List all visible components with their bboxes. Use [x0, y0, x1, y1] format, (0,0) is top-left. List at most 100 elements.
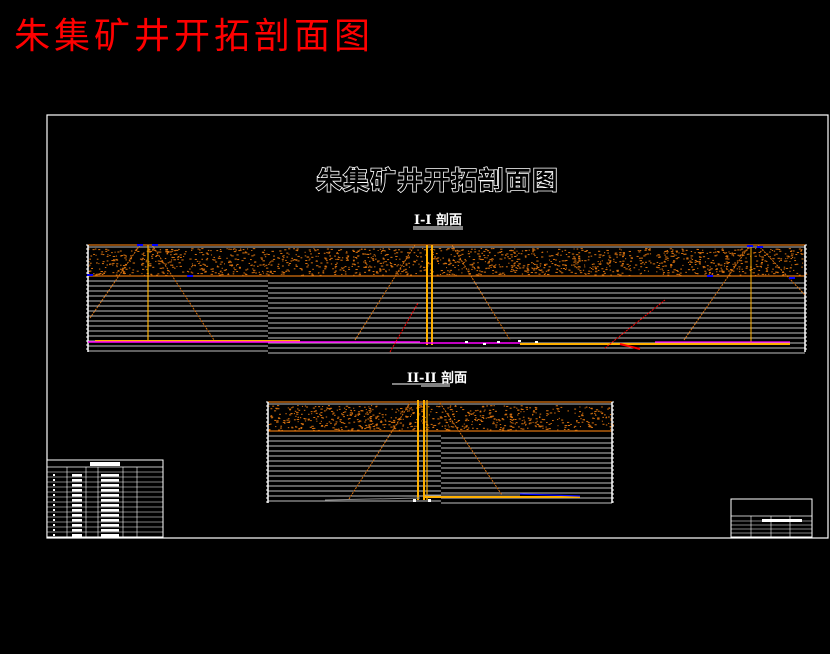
topsoil-speckle: [479, 415, 482, 417]
topsoil-speckle: [643, 263, 646, 265]
topsoil-speckle: [534, 272, 538, 274]
topsoil-speckle: [681, 252, 684, 254]
topsoil-speckle: [147, 261, 150, 263]
topsoil-speckle: [489, 259, 492, 261]
topsoil-speckle: [253, 271, 256, 273]
topsoil-speckle: [106, 256, 109, 258]
topsoil-speckle: [165, 249, 167, 251]
topsoil-speckle: [536, 256, 538, 258]
topsoil-speckle: [444, 427, 446, 429]
topsoil-speckle: [124, 255, 127, 257]
topsoil-speckle: [330, 257, 333, 259]
topsoil-speckle: [684, 253, 687, 255]
topsoil-speckle: [516, 407, 518, 409]
topsoil-speckle: [312, 268, 314, 270]
topsoil-speckle: [515, 270, 518, 272]
topsoil-speckle: [364, 261, 367, 263]
topsoil-speckle: [737, 254, 739, 256]
topsoil-speckle: [587, 273, 590, 275]
topsoil-speckle: [679, 272, 682, 274]
topsoil-speckle: [638, 251, 641, 253]
topsoil-speckle: [445, 422, 449, 424]
topsoil-speckle: [230, 254, 232, 256]
topsoil-speckle: [100, 253, 103, 255]
topsoil-speckle: [372, 423, 374, 425]
topsoil-speckle: [413, 261, 417, 263]
topsoil-speckle: [474, 410, 477, 412]
topsoil-speckle: [487, 255, 489, 257]
topsoil-speckle: [482, 405, 485, 407]
topsoil-speckle: [439, 416, 442, 418]
topsoil-speckle: [663, 261, 666, 263]
topsoil-speckle: [791, 264, 793, 266]
topsoil-speckle: [266, 271, 269, 273]
topsoil-speckle: [444, 425, 447, 427]
topsoil-speckle: [324, 268, 327, 270]
topsoil-speckle: [716, 273, 720, 275]
topsoil-speckle: [699, 256, 702, 258]
topsoil-speckle: [533, 267, 536, 269]
topsoil-speckle: [517, 414, 519, 416]
topsoil-speckle: [601, 412, 604, 414]
topsoil-speckle: [607, 252, 609, 254]
topsoil-speckle: [406, 416, 409, 418]
topsoil-speckle: [586, 420, 589, 422]
topsoil-speckle: [201, 268, 204, 270]
topsoil-speckle: [402, 424, 405, 426]
topsoil-speckle: [338, 429, 340, 431]
topsoil-speckle: [424, 268, 426, 270]
topsoil-speckle: [199, 252, 201, 254]
legend-table: [46, 459, 164, 538]
topsoil-speckle: [161, 262, 164, 264]
topsoil-speckle: [246, 248, 249, 250]
topsoil-speckle: [264, 265, 266, 267]
topsoil-speckle: [554, 264, 557, 266]
topsoil-speckle: [116, 264, 118, 266]
topsoil-speckle: [282, 255, 284, 257]
topsoil-speckle: [449, 262, 452, 264]
topsoil-speckle: [129, 260, 131, 262]
topsoil-speckle: [379, 428, 382, 430]
topsoil-speckle: [491, 416, 493, 418]
topsoil-speckle: [385, 264, 389, 266]
topsoil-speckle: [559, 271, 562, 273]
topsoil-speckle: [268, 263, 270, 265]
topsoil-speckle: [416, 259, 418, 261]
topsoil-speckle: [660, 262, 664, 264]
topsoil-speckle: [366, 411, 369, 413]
topsoil-speckle: [240, 248, 242, 250]
topsoil-speckle: [125, 268, 128, 270]
topsoil-speckle: [364, 427, 367, 429]
topsoil-speckle: [556, 264, 559, 266]
topsoil-speckle: [130, 250, 133, 252]
topsoil-speckle: [704, 266, 706, 268]
topsoil-speckle: [216, 250, 219, 252]
marker: [707, 275, 713, 277]
topsoil-speckle: [336, 409, 338, 411]
topsoil-speckle: [471, 264, 474, 266]
topsoil-speckle: [471, 413, 474, 415]
topsoil-speckle: [731, 252, 733, 254]
topsoil-speckle: [412, 264, 415, 266]
topsoil-speckle: [344, 426, 348, 428]
topsoil-speckle: [531, 267, 533, 269]
topsoil-speckle: [605, 424, 608, 426]
topsoil-speckle: [182, 271, 185, 273]
topsoil-speckle: [201, 258, 204, 260]
topsoil-speckle: [301, 427, 303, 429]
topsoil-speckle: [114, 251, 116, 253]
topsoil-speckle: [383, 261, 385, 263]
topsoil-speckle: [622, 253, 626, 255]
topsoil-speckle: [664, 265, 667, 267]
topsoil-speckle: [368, 410, 371, 412]
topsoil-speckle: [502, 272, 505, 274]
topsoil-speckle: [271, 416, 274, 418]
topsoil-speckle: [204, 264, 206, 266]
topsoil-speckle: [264, 256, 267, 258]
topsoil-speckle: [698, 260, 701, 262]
topsoil-speckle: [125, 267, 127, 269]
topsoil-speckle: [239, 267, 241, 269]
topsoil-speckle: [176, 266, 178, 268]
topsoil-speckle: [141, 253, 144, 255]
